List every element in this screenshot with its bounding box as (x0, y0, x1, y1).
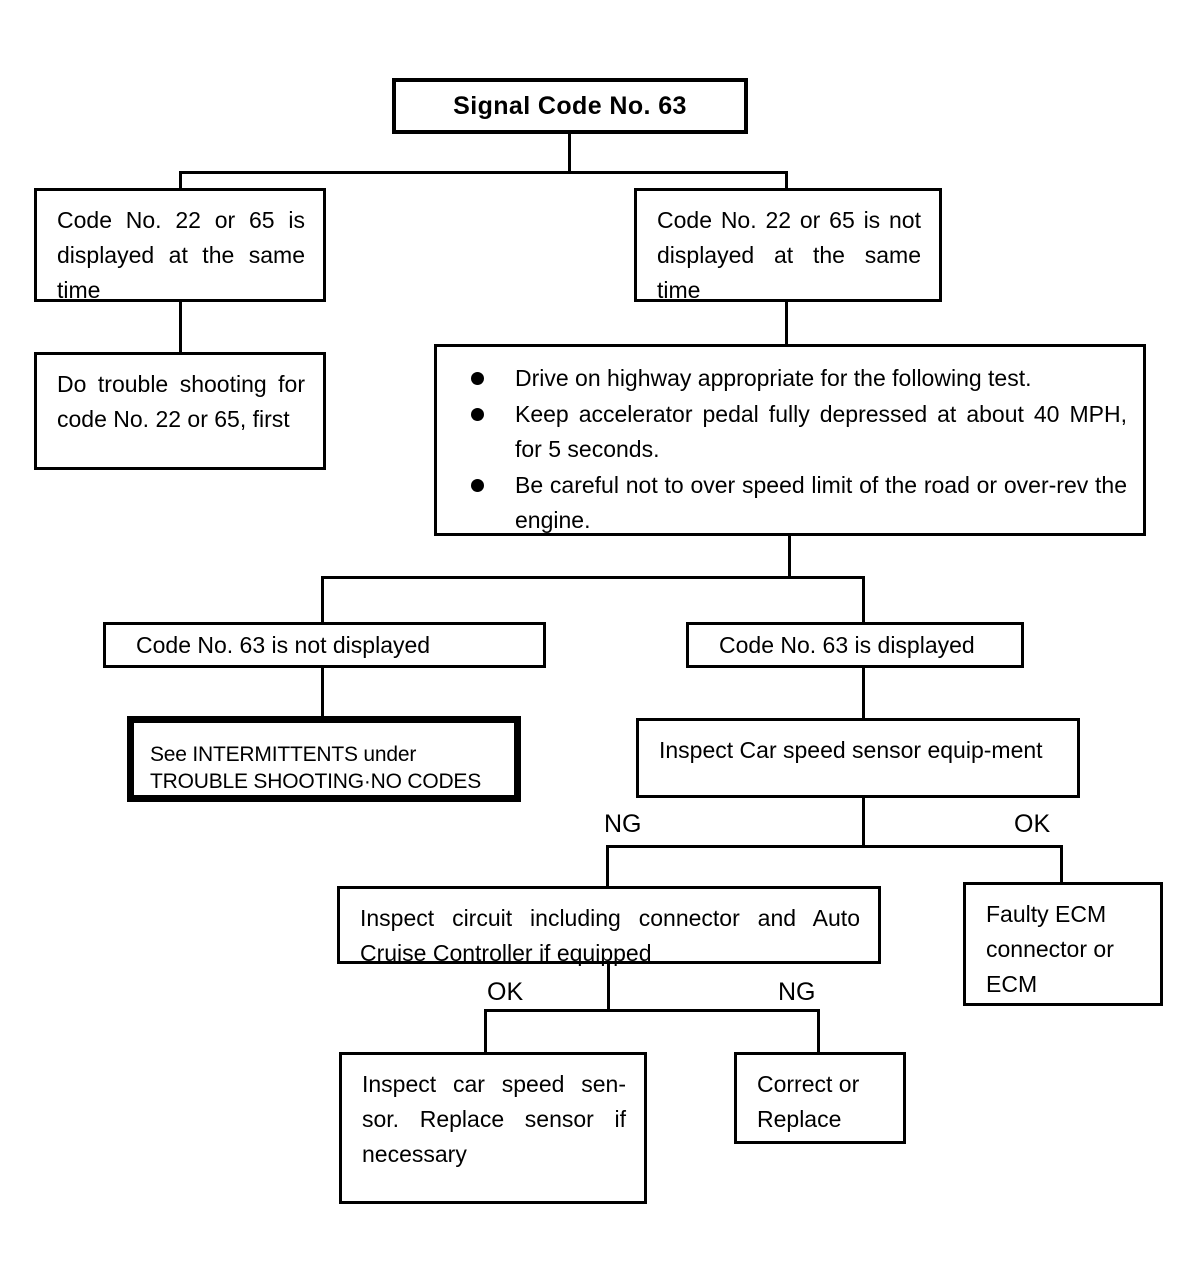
instruction-text: Keep accelerator pedal fully depressed a… (515, 401, 1127, 462)
bullet-icon (471, 408, 484, 421)
node-drive-test-instructions: Drive on highway appropriate for the fol… (434, 344, 1146, 536)
node-inspect-circuit-label: Inspect circuit including connector and … (360, 905, 867, 966)
connector-ngok1-bar (606, 845, 1063, 848)
connector-code63not-to-intermittents (321, 666, 324, 720)
connector-okng2-left-down (484, 1009, 487, 1055)
connector-instructions-down (788, 534, 791, 578)
node-inspect-car-speed-sensor-equipment: Inspect Car speed sensor equip-ment (636, 718, 1080, 798)
instruction-text: Drive on highway appropriate for the fol… (515, 365, 1032, 391)
node-inspect-car-speed-sensor-equipment-label: Inspect Car speed sensor equip-ment (659, 737, 1043, 763)
node-code63-displayed-label: Code No. 63 is displayed (719, 632, 975, 658)
node-code-not-displayed-label: Code No. 22 or 65 is not displayed at th… (657, 207, 928, 303)
bullet-icon (471, 479, 484, 492)
list-item: Drive on highway appropriate for the fol… (471, 361, 1127, 396)
node-see-intermittents-label: See INTERMITTENTS under TROUBLE SHOOTING… (150, 743, 482, 793)
connector-inspect-circuit-down (607, 962, 610, 1012)
node-code-not-displayed: Code No. 22 or 65 is not displayed at th… (634, 188, 942, 303)
connector-ngok1-left-down (606, 845, 609, 889)
connector-level1-right-down (785, 171, 788, 191)
node-code63-not-displayed: Code No. 63 is not displayed (103, 622, 546, 668)
node-code-displayed-label: Code No. 22 or 65 is displayed at the sa… (57, 207, 312, 303)
connector-code63yes-to-inspect (862, 666, 865, 721)
node-faulty-ecm: Faulty ECM connector or ECM (963, 882, 1163, 1006)
connector-notdisplayed-to-instructions (785, 300, 788, 347)
list-item: Be careful not to over speed limit of th… (471, 468, 1127, 538)
node-faulty-ecm-label: Faulty ECM connector or ECM (986, 901, 1121, 997)
instruction-text: Be careful not to over speed limit of th… (515, 472, 1127, 533)
node-inspect-car-speed-sensor-label: Inspect car speed sen-sor. Replace senso… (362, 1071, 633, 1167)
node-inspect-car-speed-sensor: Inspect car speed sen-sor. Replace senso… (339, 1052, 647, 1204)
node-correct-or-replace: Correct or Replace (734, 1052, 906, 1144)
node-inspect-circuit: Inspect circuit including connector and … (337, 886, 881, 966)
connector-title-down (568, 134, 571, 174)
connector-inspect-equip-down (862, 796, 865, 848)
connector-level1-left-down (179, 171, 182, 191)
node-do-trouble-shooting: Do trouble shooting for code No. 22 or 6… (34, 352, 326, 470)
node-signal-code-title: Signal Code No. 63 (392, 78, 748, 134)
instruction-list: Drive on highway appropriate for the fol… (437, 347, 1143, 538)
node-see-intermittents: See INTERMITTENTS under TROUBLE SHOOTING… (127, 716, 521, 802)
list-item: Keep accelerator pedal fully depressed a… (471, 397, 1127, 467)
node-correct-or-replace-label: Correct or Replace (757, 1071, 866, 1132)
connector-level2-bar (321, 576, 865, 579)
branch-label-circuit-ng: NG (778, 978, 816, 1006)
connector-okng2-bar (484, 1009, 820, 1012)
connector-level2-left-down (321, 576, 324, 625)
branch-label-equipment-ng: NG (604, 810, 642, 838)
node-code63-not-displayed-label: Code No. 63 is not displayed (136, 632, 431, 658)
connector-ngok1-right-down (1060, 845, 1063, 885)
connector-level2-right-down (862, 576, 865, 625)
node-signal-code-title-label: Signal Code No. 63 (453, 91, 687, 120)
connector-level1-bar (179, 171, 788, 174)
connector-displayed-to-troubleshooting (179, 300, 182, 355)
node-code-displayed: Code No. 22 or 65 is displayed at the sa… (34, 188, 326, 303)
branch-label-circuit-ok: OK (487, 978, 524, 1006)
node-code63-displayed: Code No. 63 is displayed (686, 622, 1024, 668)
branch-label-equipment-ok: OK (1014, 810, 1051, 838)
node-do-trouble-shooting-label: Do trouble shooting for code No. 22 or 6… (57, 371, 312, 432)
connector-okng2-right-down (817, 1009, 820, 1055)
bullet-icon (471, 372, 484, 385)
